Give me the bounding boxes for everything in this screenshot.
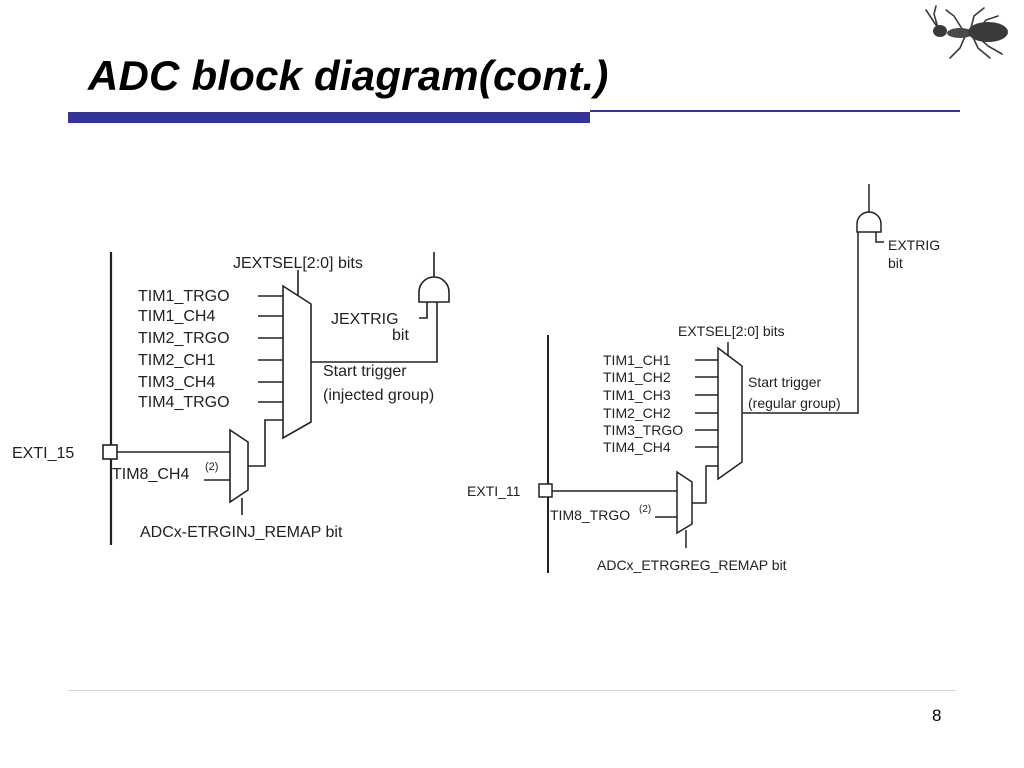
regular-input-label: TIM1_CH2 [603,369,671,385]
tim8-trgo-label: TIM8_TRGO [550,507,630,523]
regular-group-label: (regular group) [748,395,841,411]
regular-mux [717,346,743,481]
extrig-label: EXTRIG [888,237,940,253]
footer-divider [68,690,956,691]
injected-and-gate [418,276,450,303]
exti11-pin [538,483,553,498]
injected-input-label: TIM1_CH4 [138,308,215,325]
injected-trigger-label: Start trigger [323,363,407,380]
jextrig-label: JEXTRIG [331,311,399,328]
regular-input-label: TIM2_CH2 [603,405,671,421]
page-number: 8 [932,706,942,725]
title-underline-bar [68,112,590,123]
regular-input-label: TIM1_CH1 [603,352,671,368]
tim8-ch4-label: TIM8_CH4 [112,466,189,483]
regular-trigger-label: Start trigger [748,374,821,390]
etrgreg-remap-label: ADCx_ETRGREG_REMAP bit [597,557,787,573]
etrginj-remap-label: ADCx-ETRGINJ_REMAP bit [140,524,343,541]
exti15-label: EXTI_15 [12,445,74,462]
regular-trigger-block [547,184,884,573]
injected-input-label: TIM4_TRGO [138,394,230,411]
tim8-ch4-note: (2) [205,461,218,473]
regular-remap-mux [676,470,693,535]
injected-input-label: TIM2_CH1 [138,352,215,369]
injected-input-label: TIM2_TRGO [138,330,230,347]
jextsel-label: JEXTSEL[2:0] bits [233,255,363,272]
ant-icon [925,5,1008,59]
injected-input-label: TIM1_TRGO [138,288,230,305]
title-underline-thin [590,110,960,112]
exti15-pin [102,444,118,460]
extrig-bit-label: bit [888,255,903,271]
regular-input-label: TIM3_TRGO [603,422,683,438]
injected-trigger-block [109,252,450,545]
injected-group-label: (injected group) [323,387,434,404]
extsel-label: EXTSEL[2:0] bits [678,323,785,339]
regular-input-label: TIM4_CH4 [603,439,671,455]
injected-input-label: TIM3_CH4 [138,374,215,391]
slide-title: ADC block diagram(cont.) [88,52,609,99]
regular-input-label: TIM1_CH3 [603,387,671,403]
jextrig-bit-label: bit [392,327,409,344]
exti11-label: EXTI_11 [467,483,521,499]
injected-mux [282,284,312,440]
tim8-trgo-note: (2) [639,504,651,515]
injected-remap-mux [229,428,249,504]
regular-and-gate [856,211,882,233]
